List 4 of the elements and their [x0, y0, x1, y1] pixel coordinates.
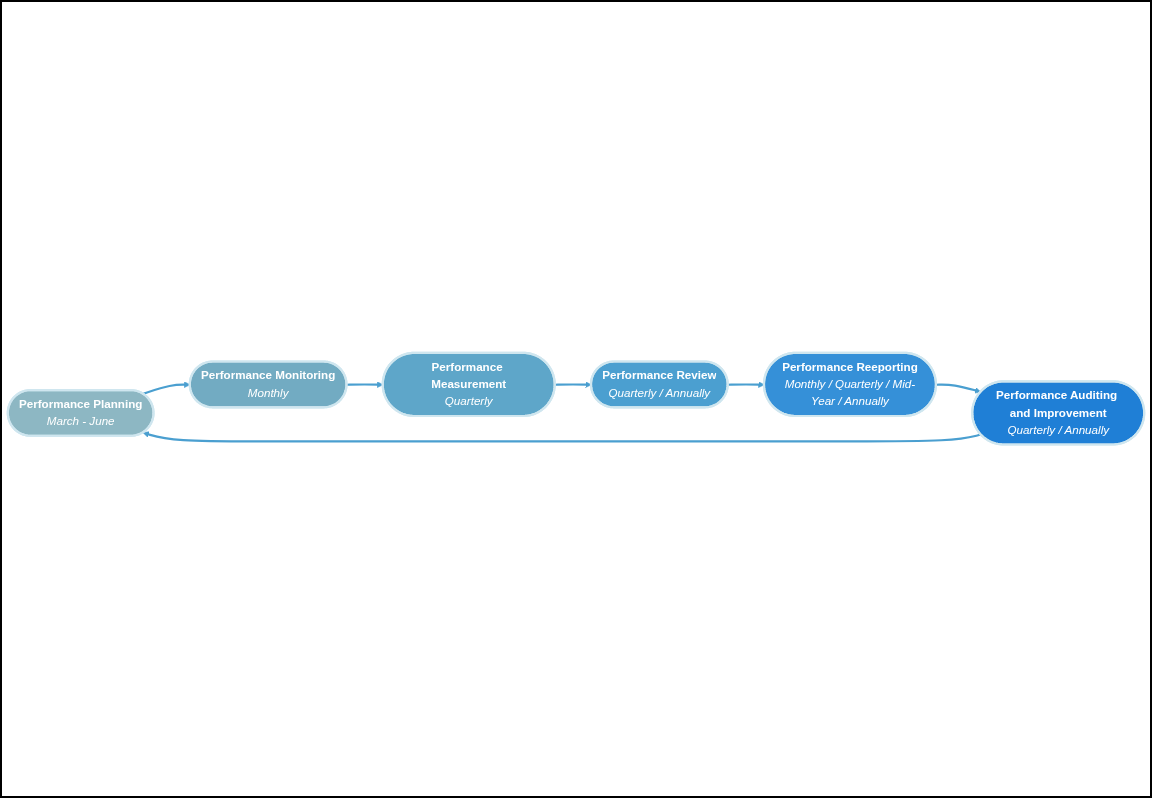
arrow [936, 383, 982, 394]
arrow [142, 431, 982, 443]
arrow [555, 381, 592, 389]
arrow [728, 381, 765, 389]
